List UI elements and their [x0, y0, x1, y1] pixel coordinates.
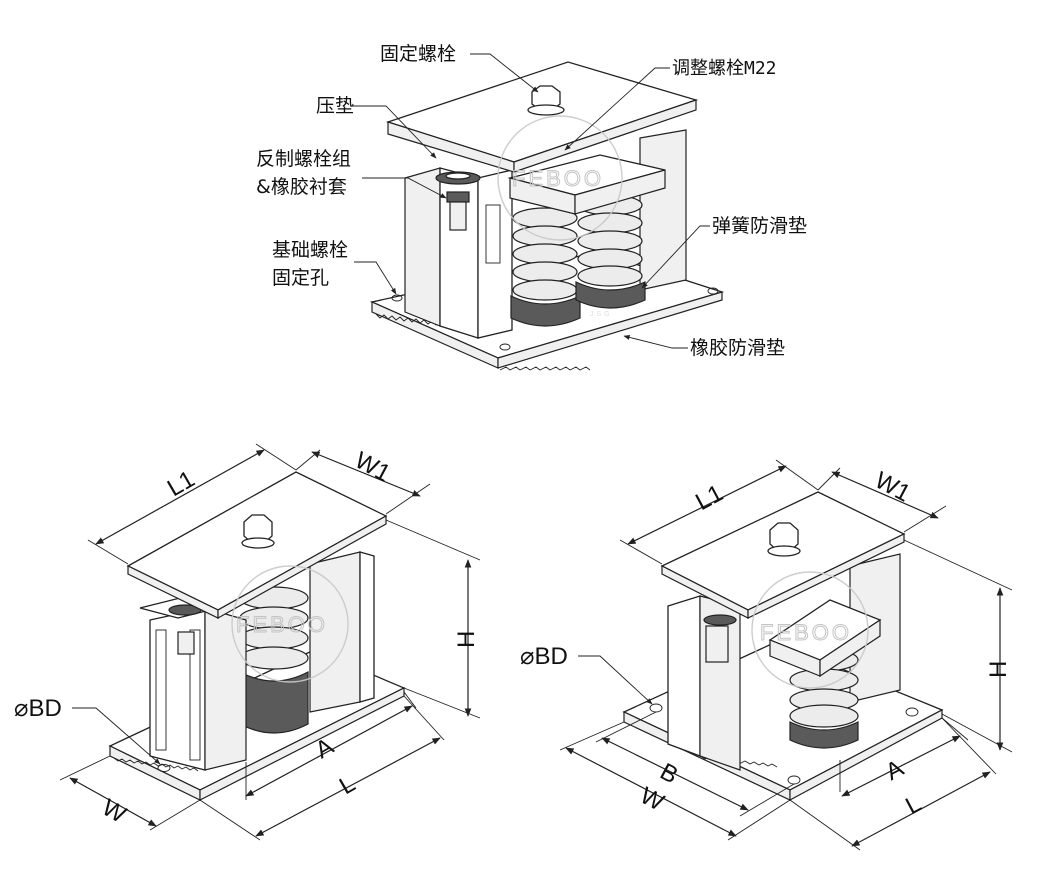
dim-H-right: H	[903, 539, 1013, 753]
spring-left	[510, 207, 581, 327]
spring-pad	[575, 281, 646, 309]
svg-text:基础螺栓: 基础螺栓	[272, 239, 348, 261]
svg-text:反制螺栓组: 反制螺栓组	[256, 148, 351, 170]
watermark: FEBOO	[497, 115, 623, 241]
svg-text:FEBOO: FEBOO	[512, 166, 604, 191]
left-dimension-view: FEBOO L1 W1 H A	[14, 443, 481, 841]
callout-rubber-pad: 橡胶防滑垫	[623, 334, 785, 359]
svg-text:L1: L1	[163, 465, 200, 502]
anchor-hole	[707, 287, 719, 295]
svg-text:橡胶防滑垫: 橡胶防滑垫	[690, 337, 785, 359]
svg-text:FEBOO: FEBOO	[760, 620, 852, 645]
svg-text:⌀BD: ⌀BD	[14, 695, 62, 722]
svg-text:H: H	[985, 661, 1012, 678]
svg-text:固定孔: 固定孔	[272, 267, 329, 289]
anchor-hole	[905, 707, 919, 717]
svg-text:FEBOO: FEBOO	[236, 612, 328, 637]
pad-mark: JSG	[590, 311, 613, 318]
svg-text:W1: W1	[870, 467, 914, 508]
svg-text:A: A	[881, 755, 908, 786]
svg-text:H: H	[453, 631, 480, 648]
svg-text:固定螺栓: 固定螺栓	[380, 43, 456, 65]
anchor-hole	[157, 764, 171, 772]
anchor-hole	[499, 343, 511, 351]
svg-text:B: B	[656, 758, 683, 789]
dim-H: H	[385, 519, 481, 719]
callout-spring-pad: 弹簧防滑垫	[641, 215, 807, 289]
svg-text:L: L	[335, 770, 360, 800]
callout-press-pad: 压垫	[316, 95, 437, 159]
svg-text:&橡胶衬套: &橡胶衬套	[256, 176, 347, 198]
spring-pad	[510, 295, 581, 327]
svg-text:弹簧防滑垫: 弹簧防滑垫	[712, 215, 807, 237]
press-pad	[703, 614, 737, 626]
callout-hole-right: ⌀BD	[520, 643, 653, 705]
svg-text:W1: W1	[350, 447, 394, 488]
callout-fixing-bolt: 固定螺栓	[380, 43, 539, 93]
callout-hole: ⌀BD	[14, 695, 161, 765]
svg-text:⌀BD: ⌀BD	[520, 643, 568, 670]
callout-restraint-bolt: 反制螺栓组 &橡胶衬套	[256, 148, 447, 199]
svg-text:W: W	[636, 782, 669, 817]
top-isolator-drawing: JSG FEBOO 固定螺栓 调整螺栓M22 压垫 反制螺栓组	[256, 43, 807, 371]
svg-text:W: W	[97, 794, 130, 829]
restraint-bolt	[446, 191, 470, 203]
spring-right	[575, 194, 646, 309]
svg-text:L: L	[901, 790, 925, 820]
right-dimension-view: FEBOO L1 W1 H A	[520, 459, 1013, 851]
anchor-hole	[391, 294, 403, 302]
callout-adjust-bolt: 调整螺栓M22	[564, 58, 777, 151]
svg-text:压垫: 压垫	[316, 95, 354, 117]
svg-text:调整螺栓M22: 调整螺栓M22	[672, 58, 777, 79]
spring-left-view	[239, 586, 309, 734]
callout-anchor-hole: 基础螺栓 固定孔	[272, 239, 397, 295]
